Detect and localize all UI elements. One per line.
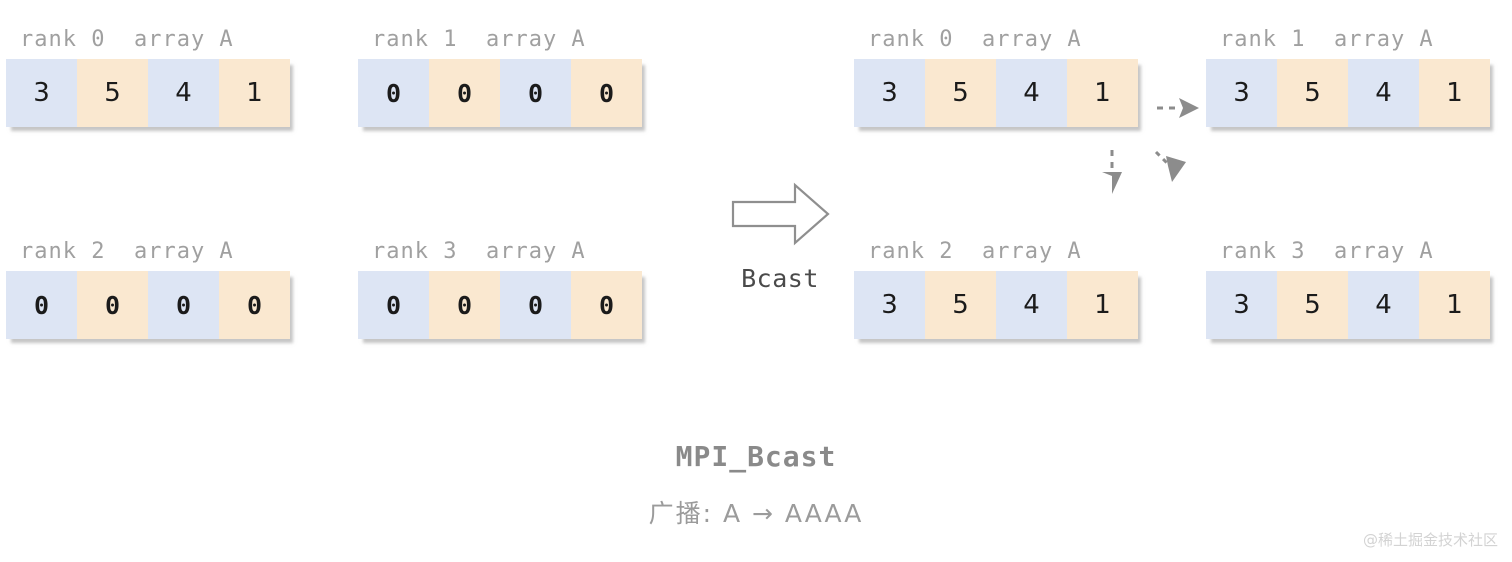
array-block-right-rank1: rank 1 array A 3 5 4 1 [1206, 28, 1490, 127]
array-cell: 3 [1206, 271, 1277, 339]
array-cell: 4 [1348, 59, 1419, 127]
array-cell: 4 [1348, 271, 1419, 339]
array-label: rank 2 array A [20, 239, 234, 264]
array-block-right-rank3: rank 3 array A 3 5 4 1 [1206, 240, 1490, 339]
array-cell: 5 [77, 59, 148, 127]
array-block-left-rank2: rank 2 array A 0 0 0 0 [6, 240, 290, 339]
array-cell: 5 [1277, 271, 1348, 339]
bcast-operation-label: Bcast [741, 264, 819, 293]
array-label: rank 0 array A [868, 27, 1082, 52]
array-cells: 3 5 4 1 [6, 59, 290, 127]
array-label: rank 1 array A [372, 27, 586, 52]
array-cell: 5 [925, 59, 996, 127]
dashed-arrow-down-icon [1102, 150, 1122, 194]
array-label: rank 3 array A [1220, 239, 1434, 264]
array-cell: 0 [500, 271, 571, 339]
dashed-arrow-right-icon [1157, 98, 1199, 118]
array-block-left-rank3: rank 3 array A 0 0 0 0 [358, 240, 642, 339]
array-cells: 0 0 0 0 [358, 59, 642, 127]
array-label: rank 0 array A [20, 27, 234, 52]
array-cell: 0 [6, 271, 77, 339]
array-cell: 3 [1206, 59, 1277, 127]
array-cell: 5 [1277, 59, 1348, 127]
array-cell: 0 [571, 271, 642, 339]
array-cell: 0 [429, 271, 500, 339]
array-cell: 0 [148, 271, 219, 339]
array-cell: 4 [148, 59, 219, 127]
array-block-right-rank0: rank 0 array A 3 5 4 1 [854, 28, 1138, 127]
array-cell: 1 [1067, 271, 1138, 339]
watermark-label: @稀土掘金技术社区 [1362, 531, 1498, 549]
array-cell: 3 [6, 59, 77, 127]
page-title: MPI_Bcast [675, 440, 837, 473]
array-cells: 0 0 0 0 [6, 271, 290, 339]
array-cell: 5 [925, 271, 996, 339]
array-cells: 3 5 4 1 [854, 271, 1138, 339]
array-label: rank 3 array A [372, 239, 586, 264]
array-block-right-rank2: rank 2 array A 3 5 4 1 [854, 240, 1138, 339]
array-cell: 0 [429, 59, 500, 127]
array-cell: 3 [854, 271, 925, 339]
array-cells: 3 5 4 1 [1206, 271, 1490, 339]
dashed-arrow-down-right-icon [1154, 150, 1186, 182]
array-block-left-rank0: rank 0 array A 3 5 4 1 [6, 28, 290, 127]
array-cell: 3 [854, 59, 925, 127]
block-arrow-right-icon [731, 182, 830, 246]
array-label: rank 2 array A [868, 239, 1082, 264]
array-cell: 1 [1419, 59, 1490, 127]
array-cell: 1 [1419, 271, 1490, 339]
array-cell: 4 [996, 271, 1067, 339]
array-cells: 3 5 4 1 [1206, 59, 1490, 127]
array-cell: 4 [996, 59, 1067, 127]
array-cell: 0 [77, 271, 148, 339]
array-cell: 1 [1067, 59, 1138, 127]
array-cell: 0 [500, 59, 571, 127]
array-cell: 1 [219, 59, 290, 127]
caption-subtitle: 广播: A → AAAA [648, 499, 864, 528]
array-cell: 0 [571, 59, 642, 127]
array-block-left-rank1: rank 1 array A 0 0 0 0 [358, 28, 642, 127]
array-cell: 0 [358, 271, 429, 339]
array-cells: 0 0 0 0 [358, 271, 642, 339]
array-cell: 0 [358, 59, 429, 127]
array-cells: 3 5 4 1 [854, 59, 1138, 127]
bcast-operation-group: Bcast [700, 178, 860, 293]
array-label: rank 1 array A [1220, 27, 1434, 52]
array-cell: 0 [219, 271, 290, 339]
